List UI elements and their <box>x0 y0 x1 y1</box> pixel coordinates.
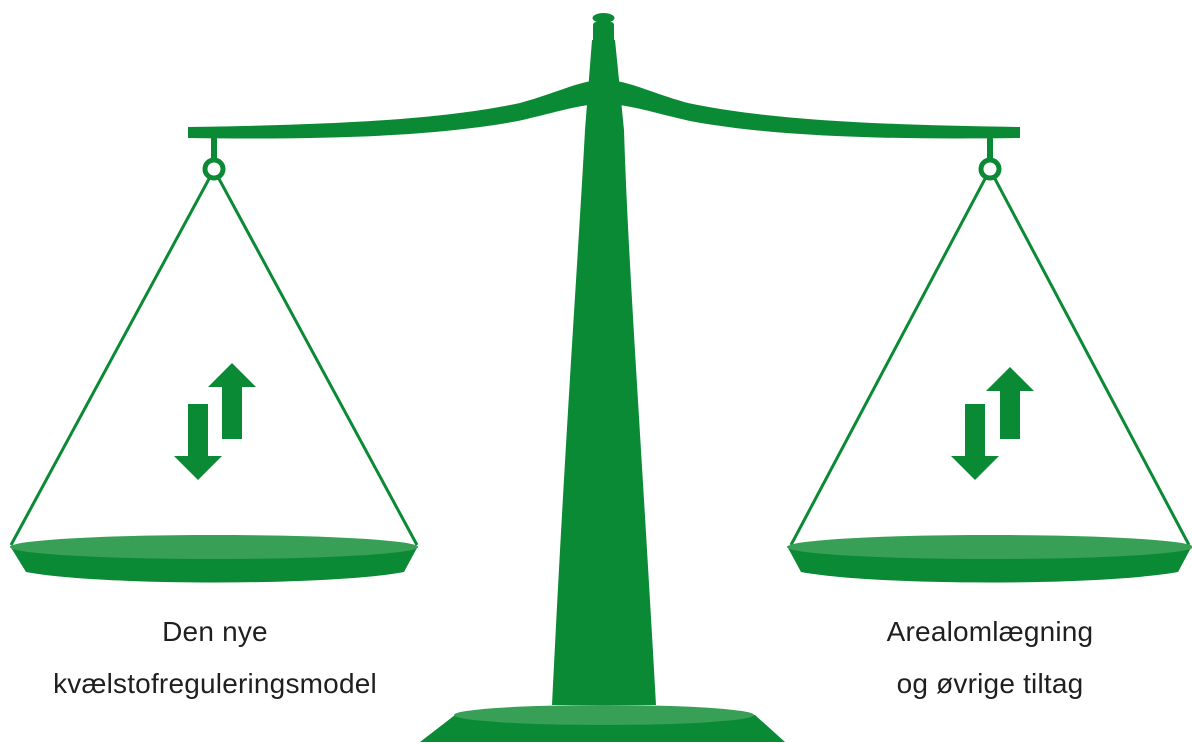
right-pan-label-line-2: og øvrige tiltag <box>896 668 1084 699</box>
left-pan-label-line-1: Den nye <box>162 616 268 647</box>
up-down-arrows-icon <box>951 367 1034 480</box>
up-down-arrows-icon <box>174 363 256 480</box>
left-pan-label-line-2: kvælstofreguleringsmodel <box>53 668 377 699</box>
scale-base <box>420 705 785 742</box>
left-pan-label: Den nye kvælstofreguleringsmodel <box>10 606 420 710</box>
right-pan-label-line-1: Arealomlægning <box>886 616 1094 647</box>
scale-pillar <box>552 40 656 705</box>
right-pan-label: Arealomlægning og øvrige tiltag <box>790 606 1190 710</box>
scale-beam <box>188 80 1020 139</box>
left-pan-assembly <box>9 135 419 583</box>
scale-finial <box>592 13 615 46</box>
right-pan-assembly <box>787 135 1192 583</box>
